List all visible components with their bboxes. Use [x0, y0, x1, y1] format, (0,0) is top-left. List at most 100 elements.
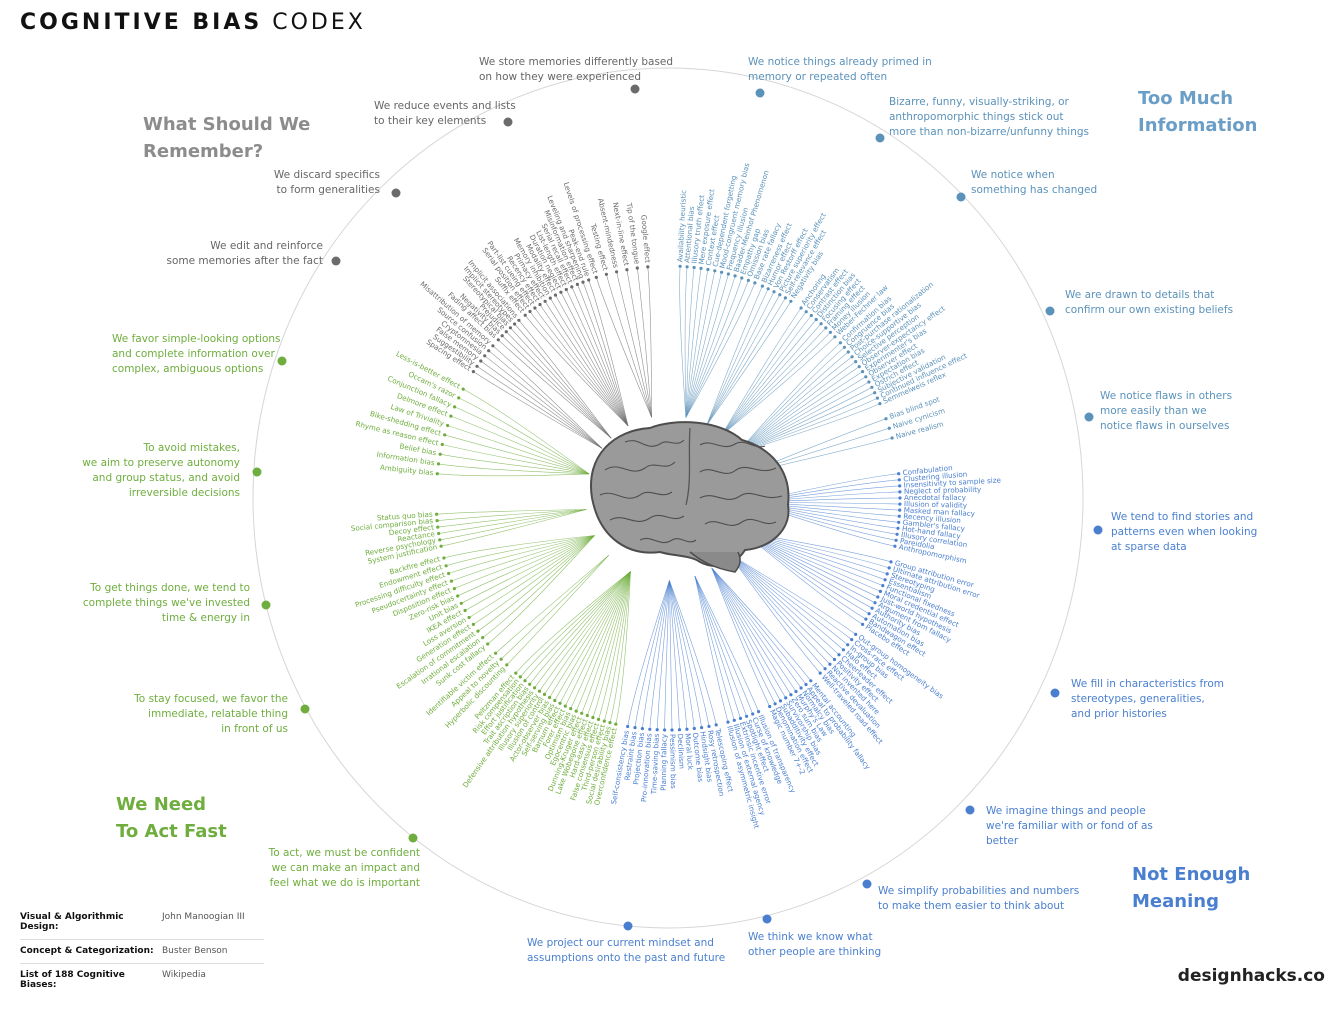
branch-line — [495, 555, 609, 654]
branch-line — [669, 580, 688, 730]
bias-dot — [706, 267, 710, 272]
category-label: We store memories differently based on h… — [479, 56, 674, 83]
branch-line — [442, 444, 590, 475]
bias-dot — [809, 313, 813, 318]
branch-line — [684, 266, 688, 418]
branch-line — [560, 292, 629, 426]
bias-dot — [585, 713, 589, 718]
category-label: To avoid mistakes, we aim to preserve au… — [82, 442, 240, 499]
branch-line — [694, 575, 753, 715]
bias-dot — [608, 721, 612, 725]
bias-dot — [884, 417, 888, 421]
bias-dot — [517, 318, 521, 322]
bias-dot — [784, 696, 788, 700]
branch-line — [529, 571, 631, 685]
branch-line — [550, 297, 629, 426]
bias-dot — [873, 601, 877, 605]
branch-line — [664, 580, 670, 731]
branch-line — [721, 319, 817, 436]
bias-dot — [824, 326, 828, 330]
bias-dot — [435, 472, 439, 476]
branch-line — [581, 571, 631, 714]
bias-dot — [789, 299, 793, 303]
branch-line — [575, 571, 631, 712]
bias-dot — [799, 306, 803, 310]
quadrant-title-act-fast: We Need To Act Fast — [116, 794, 227, 842]
branch-line — [438, 463, 590, 475]
bias-dot — [745, 714, 749, 718]
bias-dot — [818, 671, 822, 675]
bias-dot — [446, 423, 450, 428]
category-dot — [252, 467, 262, 477]
branch-line — [524, 571, 631, 681]
bias-dot — [580, 711, 584, 715]
branch-line — [721, 315, 812, 436]
bias-dot — [467, 615, 471, 620]
branch-line — [649, 580, 670, 730]
category-dot — [261, 600, 271, 610]
branch-line — [694, 575, 735, 721]
branch-line — [711, 567, 812, 681]
branch-line — [721, 336, 836, 436]
branch-line — [468, 535, 595, 618]
bias-dot — [435, 512, 439, 516]
credit-row: Visual & Algorithmic Design:John Manoogi… — [20, 906, 264, 940]
bias-dot — [896, 526, 900, 530]
branch-line — [447, 425, 590, 475]
bias-dot — [587, 278, 591, 282]
bias-dot — [442, 556, 446, 560]
branch-line — [728, 553, 840, 655]
bias-dot — [447, 571, 451, 576]
bias-label: Moral luck — [683, 733, 695, 771]
category-label: We edit and reinforce some memories afte… — [166, 240, 323, 267]
brand-logo[interactable]: designhacks.co — [1177, 966, 1325, 986]
bias-dot — [778, 293, 782, 297]
branch-line — [706, 285, 763, 426]
branch-line — [582, 281, 629, 426]
branch-line — [721, 327, 827, 436]
branch-line — [728, 553, 821, 674]
brain-illustration — [589, 421, 790, 573]
branch-line — [501, 335, 612, 439]
bias-dot — [887, 426, 891, 430]
bias-dot — [444, 564, 448, 568]
bias-dot — [870, 606, 874, 610]
branch-line — [656, 580, 670, 730]
branch-line — [685, 267, 695, 418]
bias-dot — [833, 335, 837, 339]
branch-line — [510, 327, 612, 439]
bias-dot — [878, 402, 882, 406]
bias-dot — [887, 566, 891, 570]
branch-line — [637, 267, 652, 418]
bias-dot — [553, 698, 557, 703]
bias-dot — [804, 310, 808, 314]
branch-line — [736, 342, 841, 454]
bias-dot — [753, 281, 757, 285]
bias-dot — [625, 268, 629, 272]
bias-dot — [537, 689, 542, 693]
branch-line — [669, 580, 673, 731]
branch-line — [728, 553, 856, 635]
category-dot — [1045, 306, 1055, 316]
bias-dot — [707, 724, 711, 729]
category-label: We reduce events and lists to their key … — [374, 100, 516, 127]
branch-line — [685, 280, 749, 418]
bias-dot — [768, 704, 772, 709]
bias-dot — [854, 360, 858, 364]
category-dot — [331, 256, 341, 266]
bias-dot — [677, 728, 682, 732]
bias-dot — [894, 538, 898, 542]
bias-dot — [471, 622, 475, 627]
bias-dot — [505, 663, 509, 667]
branch-line — [711, 567, 807, 685]
bias-dot — [714, 723, 718, 727]
bias-dot — [757, 710, 761, 714]
branch-line — [627, 580, 670, 727]
branch-line — [616, 271, 652, 418]
branch-line — [440, 453, 590, 475]
bias-dot — [594, 275, 598, 279]
branch-line — [539, 571, 631, 692]
branch-line — [721, 332, 831, 436]
branch-line — [554, 571, 631, 701]
bias-dot — [897, 478, 901, 482]
